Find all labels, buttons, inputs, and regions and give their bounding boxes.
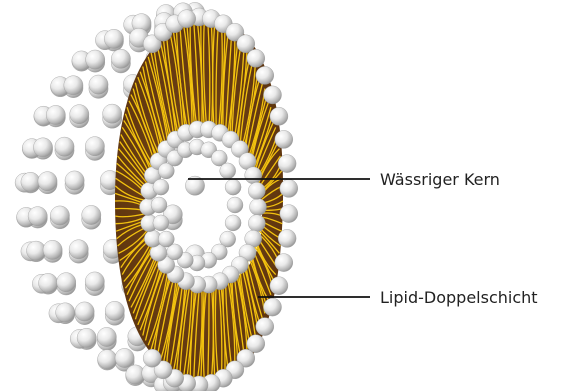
outer-leaflet-head (280, 179, 298, 197)
core-lipid-head (158, 231, 174, 247)
outer-leaflet-head (278, 155, 296, 173)
lipid-head-sphere (64, 76, 83, 95)
aqueous-core-label: Wässriger Kern (380, 170, 500, 189)
lipid-head-sphere (85, 137, 104, 156)
lipid-head-sphere (28, 207, 47, 226)
lipid-head-sphere (33, 138, 52, 157)
lipid-head-sphere (82, 205, 101, 224)
lipid-head-sphere (50, 206, 69, 225)
lipid-head-sphere (89, 75, 108, 94)
lipid-head-sphere (57, 273, 76, 292)
lipid-head-sphere (56, 303, 75, 322)
outer-leaflet-head (264, 86, 282, 104)
lipid-head-sphere (65, 171, 84, 190)
lipid-head-sphere (75, 302, 94, 321)
lipid-head-sphere (26, 241, 45, 260)
lipid-head-sphere (39, 273, 58, 292)
core-lipid-head (220, 163, 236, 179)
lipid-head-sphere (69, 240, 88, 259)
inner-leaflet-head (248, 215, 265, 232)
lipid-head-sphere (104, 29, 123, 48)
outer-leaflet-head (275, 130, 293, 148)
outer-leaflet-head (247, 49, 265, 67)
lipid-head-sphere (97, 327, 116, 346)
core-lipid-head (153, 179, 169, 195)
lipid-head-sphere (115, 348, 134, 367)
lipid-head-sphere (46, 105, 65, 124)
outer-leaflet-head (280, 205, 298, 223)
lipid-head-sphere (85, 272, 104, 291)
lipid-head-sphere (103, 104, 122, 123)
lipid-head-sphere (77, 328, 96, 347)
lipid-head-sphere (38, 172, 57, 191)
core-lipid-head (151, 197, 167, 213)
outer-leaflet-head (264, 298, 282, 316)
outer-leaflet-head (270, 277, 288, 295)
inner-leaflet-head (250, 199, 267, 216)
outer-leaflet-head (275, 254, 293, 272)
core-lipid-head (225, 215, 241, 231)
lipid-head-sphere (86, 50, 105, 69)
outer-leaflet-head (278, 229, 296, 247)
outer-leaflet-head (256, 318, 274, 336)
core-lipid-head (227, 197, 243, 213)
outer-leaflet-head (143, 349, 161, 367)
outer-leaflet-head (178, 10, 196, 28)
lipid-head-sphere (98, 350, 117, 369)
lipid-head-sphere (105, 301, 124, 320)
lipid-head-sphere (55, 137, 74, 156)
core-lipid-head (153, 215, 169, 231)
lipid-head-sphere (111, 49, 130, 68)
lipid-head-sphere (70, 105, 89, 124)
inner-leaflet-head (245, 167, 262, 184)
lipid-head-sphere (43, 240, 62, 259)
inner-leaflet-head (248, 182, 265, 199)
outer-leaflet-head (256, 66, 274, 84)
outer-leaflet-head (270, 107, 288, 125)
core-lipid-head (225, 179, 241, 195)
lipid-bilayer-label: Lipid-Doppelschicht (380, 288, 538, 307)
lipid-head-sphere (21, 172, 40, 191)
